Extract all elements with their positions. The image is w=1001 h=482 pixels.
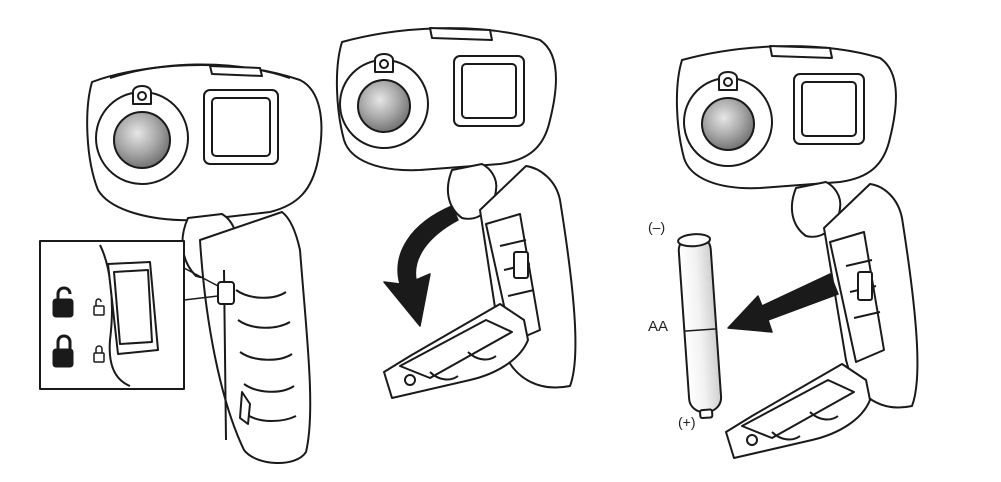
battery-type-label: AA — [648, 318, 668, 335]
small-lock-icon — [93, 345, 105, 363]
lens — [701, 97, 755, 151]
small-unlock-icon — [93, 298, 105, 316]
aa-battery — [677, 233, 723, 420]
battery-latch — [217, 281, 235, 305]
panel-unlock-cover — [39, 63, 323, 465]
panel-insert-battery — [675, 45, 919, 459]
straight-arrow-left — [727, 273, 839, 333]
lens — [357, 79, 411, 133]
lock-icon — [52, 334, 74, 368]
handle-grip — [199, 211, 312, 465]
panel-open-cover — [335, 27, 577, 399]
lens — [113, 111, 171, 169]
curved-arrow-down — [383, 205, 459, 327]
display-window — [461, 63, 517, 119]
display-window — [801, 81, 857, 137]
battery-positive-label: (+) — [678, 414, 696, 430]
battery-negative-label: (–) — [648, 219, 665, 235]
unlock-icon — [52, 286, 74, 318]
display-window — [211, 97, 271, 157]
battery-slot — [857, 271, 873, 301]
